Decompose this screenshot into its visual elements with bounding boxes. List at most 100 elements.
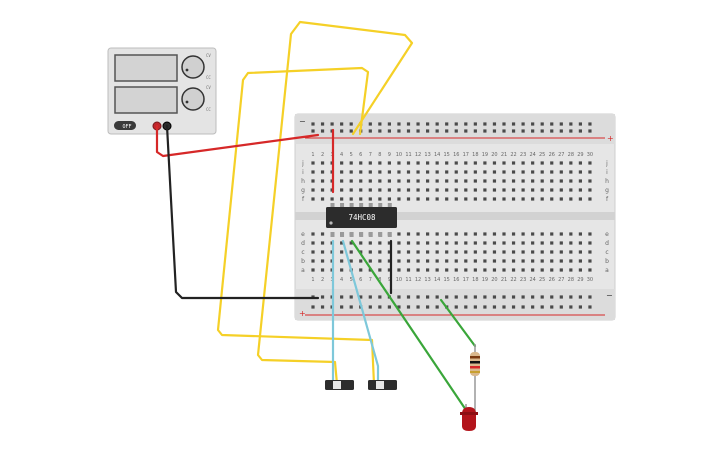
breadboard-hole[interactable] xyxy=(416,232,420,236)
breadboard-hole[interactable] xyxy=(511,241,516,245)
breadboard-hole[interactable] xyxy=(531,161,535,165)
breadboard-hole[interactable] xyxy=(349,305,353,309)
breadboard-hole[interactable] xyxy=(454,268,458,272)
breadboard-hole[interactable] xyxy=(483,188,487,192)
breadboard-hole[interactable] xyxy=(464,250,468,254)
breadboard-hole[interactable] xyxy=(311,268,315,272)
slide-switch-1[interactable] xyxy=(325,380,354,390)
wires[interactable] xyxy=(155,20,477,415)
breadboard-hole[interactable] xyxy=(426,259,430,263)
breadboard-hole[interactable] xyxy=(406,250,411,254)
breadboard-hole[interactable] xyxy=(426,250,430,254)
breadboard-hole[interactable] xyxy=(531,170,535,174)
breadboard-hole[interactable] xyxy=(406,122,411,126)
wire-yellow-2[interactable] xyxy=(216,66,376,386)
breadboard-hole[interactable] xyxy=(502,179,506,183)
breadboard-hole[interactable] xyxy=(340,197,344,201)
breadboard-hole[interactable] xyxy=(340,295,344,299)
breadboard-hole[interactable] xyxy=(483,259,487,263)
breadboard-hole[interactable] xyxy=(311,241,315,245)
breadboard-hole[interactable] xyxy=(531,250,535,254)
breadboard-hole[interactable] xyxy=(397,122,401,126)
breadboard-hole[interactable] xyxy=(387,250,391,254)
breadboard-hole[interactable] xyxy=(454,161,458,165)
breadboard-hole[interactable] xyxy=(492,268,497,272)
breadboard-hole[interactable] xyxy=(473,179,477,183)
breadboard-hole[interactable] xyxy=(340,188,344,192)
breadboard-hole[interactable] xyxy=(445,241,449,245)
breadboard-hole[interactable] xyxy=(540,268,544,272)
breadboard-hole[interactable] xyxy=(502,129,506,133)
breadboard-hole[interactable] xyxy=(531,122,535,126)
breadboard-hole[interactable] xyxy=(464,268,468,272)
breadboard-hole[interactable] xyxy=(531,232,535,236)
breadboard-hole[interactable] xyxy=(464,170,468,174)
breadboard-hole[interactable] xyxy=(359,170,363,174)
breadboard-hole[interactable] xyxy=(511,250,516,254)
breadboard-hole[interactable] xyxy=(492,122,497,126)
breadboard-hole[interactable] xyxy=(483,129,487,133)
breadboard-hole[interactable] xyxy=(359,197,363,201)
breadboard-hole[interactable] xyxy=(521,129,525,133)
breadboard-hole[interactable] xyxy=(540,295,544,299)
breadboard-hole[interactable] xyxy=(588,241,592,245)
breadboard-hole[interactable] xyxy=(464,129,468,133)
breadboard-hole[interactable] xyxy=(359,268,363,272)
breadboard-hole[interactable] xyxy=(378,305,382,309)
breadboard-hole[interactable] xyxy=(464,232,468,236)
breadboard-hole[interactable] xyxy=(492,170,497,174)
breadboard-hole[interactable] xyxy=(569,161,573,165)
breadboard-hole[interactable] xyxy=(483,241,487,245)
wire-red-supply[interactable] xyxy=(155,124,320,158)
breadboard-hole[interactable] xyxy=(340,129,344,133)
breadboard-hole[interactable] xyxy=(387,188,391,192)
breadboard-hole[interactable] xyxy=(540,122,544,126)
breadboard-hole[interactable] xyxy=(550,295,554,299)
breadboard-hole[interactable] xyxy=(588,250,592,254)
breadboard-hole[interactable] xyxy=(588,129,592,133)
breadboard-hole[interactable] xyxy=(435,250,439,254)
breadboard-hole[interactable] xyxy=(406,170,411,174)
breadboard-hole[interactable] xyxy=(311,161,315,165)
breadboard-hole[interactable] xyxy=(397,197,401,201)
breadboard-hole[interactable] xyxy=(416,122,420,126)
breadboard-hole[interactable] xyxy=(540,232,544,236)
breadboard-hole[interactable] xyxy=(387,259,391,263)
breadboard-hole[interactable] xyxy=(416,250,420,254)
breadboard-hole[interactable] xyxy=(445,170,449,174)
breadboard-hole[interactable] xyxy=(387,122,391,126)
breadboard-hole[interactable] xyxy=(559,268,563,272)
wire-yellow-1[interactable] xyxy=(256,20,414,386)
breadboard-hole[interactable] xyxy=(569,188,573,192)
breadboard-hole[interactable] xyxy=(349,197,353,201)
breadboard-hole[interactable] xyxy=(435,268,439,272)
breadboard-hole[interactable] xyxy=(359,250,363,254)
breadboard-hole[interactable] xyxy=(378,188,382,192)
breadboard-hole[interactable] xyxy=(320,295,325,299)
breadboard-hole[interactable] xyxy=(464,259,468,263)
breadboard-hole[interactable] xyxy=(378,170,382,174)
breadboard-hole[interactable] xyxy=(406,161,411,165)
breadboard-hole[interactable] xyxy=(540,241,544,245)
breadboard-hole[interactable] xyxy=(330,197,334,201)
breadboard-hole[interactable] xyxy=(531,241,535,245)
breadboard-hole[interactable] xyxy=(340,250,344,254)
breadboard-hole[interactable] xyxy=(340,161,344,165)
breadboard-hole[interactable] xyxy=(349,250,353,254)
breadboard-hole[interactable] xyxy=(368,161,372,165)
breadboard-hole[interactable] xyxy=(320,259,325,263)
breadboard-hole[interactable] xyxy=(349,259,353,263)
wire-blue-2[interactable] xyxy=(341,239,380,386)
breadboard-hole[interactable] xyxy=(502,268,506,272)
breadboard-hole[interactable] xyxy=(473,232,477,236)
breadboard-hole[interactable] xyxy=(359,241,363,245)
breadboard-hole[interactable] xyxy=(454,129,458,133)
breadboard-hole[interactable] xyxy=(445,232,449,236)
breadboard-hole[interactable] xyxy=(502,197,506,201)
breadboard-hole[interactable] xyxy=(483,197,487,201)
breadboard-hole[interactable] xyxy=(454,197,458,201)
breadboard-hole[interactable] xyxy=(454,259,458,263)
breadboard-hole[interactable] xyxy=(378,259,382,263)
